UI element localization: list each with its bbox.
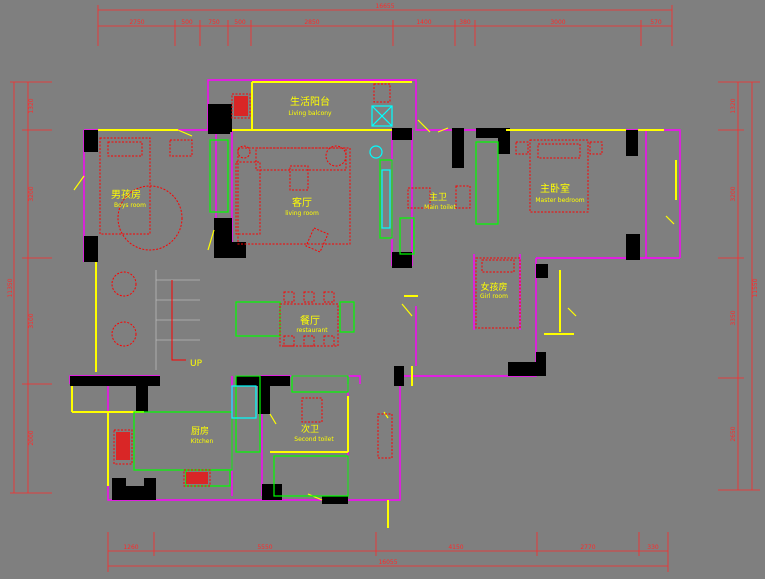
dim-left-2: 3200 (28, 186, 35, 201)
dim-bottom-4: 2770 (580, 544, 595, 551)
fixtures (231, 105, 393, 419)
dining-chair-2 (303, 291, 315, 303)
balcony-fixture (371, 105, 393, 127)
shoe-cabinet (377, 413, 393, 459)
dining-chair-5 (303, 335, 315, 347)
dim-bottom-1: 1260 (123, 544, 138, 551)
kitchen-label-en: Kitchen (191, 438, 214, 445)
dimension-bottom (107, 532, 669, 572)
dim-top-6: 1400 (416, 19, 431, 26)
armchair-1 (111, 271, 137, 297)
column-fixture (369, 145, 383, 159)
dim-bottom-3: 4150 (448, 544, 463, 551)
washer (231, 93, 251, 119)
nightstand-2 (589, 141, 603, 155)
dim-left-3: 3100 (28, 313, 35, 328)
walls (70, 104, 640, 504)
dining-chair-6 (323, 335, 335, 347)
dim-right-total: 11550 (752, 278, 759, 297)
boys-room-label: 男孩房 (111, 188, 141, 201)
armchair-2 (111, 321, 137, 347)
windows (71, 81, 677, 528)
dim-right-4: 2650 (730, 426, 737, 441)
dim-right-3: 3350 (730, 310, 737, 325)
coffee-table (289, 165, 309, 191)
restaurant-label-en: restaurant (296, 327, 328, 334)
girl-room-label: 女孩房 (480, 281, 507, 293)
stair-arrow (171, 280, 186, 361)
dim-top-8: 3000 (550, 19, 565, 26)
living-label: 客厅 (292, 196, 312, 209)
fridge (113, 429, 133, 465)
main-basin (407, 187, 431, 209)
main-toilet-bowl (455, 185, 471, 209)
glass-partition (381, 169, 391, 229)
boys-rug (117, 185, 183, 251)
dim-top-9: 570 (650, 19, 662, 26)
staircase (155, 270, 200, 370)
dim-top-5: 2850 (304, 19, 319, 26)
main-toilet-label-en: Main toilet (424, 204, 456, 211)
second-toilet-label: 次卫 (301, 423, 319, 435)
living-rug (237, 147, 351, 245)
boys-desk (169, 139, 193, 157)
second-toilet-label-en: Second toilet (294, 436, 334, 443)
restaurant-label: 餐厅 (300, 314, 320, 327)
armchair (305, 227, 329, 253)
cabinets (133, 139, 499, 497)
dimension-right (718, 81, 760, 491)
dim-bottom-5: 330 (647, 544, 659, 551)
boys-pillow (107, 141, 143, 157)
girl-room-label-en: Girl room (480, 293, 508, 300)
dimension-top (97, 5, 673, 46)
dining-chair-3 (323, 291, 335, 303)
dim-bottom-total: 16055 (378, 559, 397, 566)
dim-bottom-2: 5550 (257, 544, 272, 551)
balcony-label-en: Living balcony (288, 110, 332, 117)
dim-left-1: 1320 (28, 98, 35, 113)
dim-left-4: 2000 (28, 430, 35, 445)
balcony-sink (373, 83, 391, 103)
dining-chair-1 (283, 291, 295, 303)
stair-up-label: UP (190, 359, 203, 369)
dim-right-1: 1320 (730, 98, 737, 113)
kitchen-label: 厨房 (191, 425, 209, 437)
dim-top-4: 500 (234, 19, 246, 26)
nightstand-1 (515, 141, 529, 155)
sofa (235, 161, 261, 235)
dining-table (279, 303, 339, 347)
dim-top-2: 500 (181, 19, 193, 26)
dim-top-7: 380 (459, 19, 471, 26)
living-cabinet (255, 147, 347, 171)
dim-top-1: 2750 (129, 19, 144, 26)
dim-top-total: 16655 (375, 3, 394, 10)
dim-top-3: 750 (208, 19, 220, 26)
master-pillow (537, 143, 581, 159)
main-toilet-label: 主卫 (429, 191, 447, 203)
master-bedroom-label: 主卧室 (540, 182, 570, 195)
door-swings (73, 119, 675, 501)
master-bedroom-label-en: Master bedroom (535, 197, 584, 204)
toilet-bowl (301, 397, 323, 423)
dining-chair-4 (283, 335, 295, 347)
living-label-en: living room (285, 210, 319, 217)
side-chair (325, 145, 347, 167)
furniture (99, 83, 603, 487)
master-bed (529, 139, 589, 213)
girl-pillow (481, 259, 515, 273)
dimension-left (10, 81, 52, 494)
lamp (237, 145, 251, 159)
kitchen-fixture (231, 385, 257, 419)
dim-left-total: 11350 (7, 278, 14, 297)
girl-bed (475, 257, 521, 329)
balcony-label: 生活阳台 (290, 95, 330, 108)
boys-room-label-en: Boys room (114, 202, 146, 209)
dim-right-2: 3200 (730, 186, 737, 201)
appliance-fills (116, 96, 248, 484)
